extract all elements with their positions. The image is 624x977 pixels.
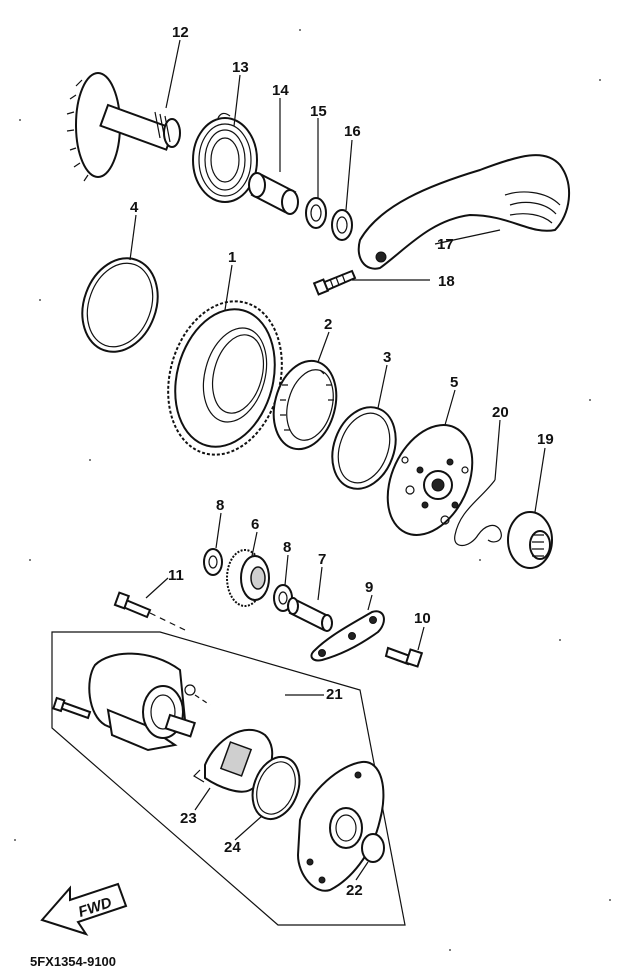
part-2-clutch-bearing bbox=[272, 359, 338, 451]
starter-end-cover bbox=[296, 760, 385, 892]
label-14: 14 bbox=[272, 82, 289, 99]
label-19: 19 bbox=[537, 431, 554, 448]
starter-motor bbox=[88, 652, 211, 752]
part-1-ring-gear bbox=[167, 300, 283, 456]
label-21: 21 bbox=[326, 686, 343, 703]
part-20-spring-clip bbox=[454, 479, 502, 547]
part-4-gasket-ring bbox=[81, 257, 159, 353]
part-number-labels: 12 13 14 15 16 4 17 18 1 2 3 5 20 19 8 6… bbox=[130, 24, 554, 899]
label-18: 18 bbox=[438, 273, 455, 290]
part-3-ring bbox=[331, 406, 397, 490]
part-8-washer-a bbox=[203, 548, 223, 576]
part-17-kick-lever bbox=[357, 154, 571, 270]
part-9-plate bbox=[310, 610, 385, 662]
label-10: 10 bbox=[414, 610, 431, 627]
part-18-bolt bbox=[312, 269, 357, 296]
label-17: 17 bbox=[437, 236, 454, 253]
label-9: 9 bbox=[365, 579, 373, 596]
part-24-o-ring bbox=[251, 756, 301, 820]
label-8b: 8 bbox=[283, 539, 291, 556]
label-16: 16 bbox=[344, 123, 361, 140]
part-6-idler-gear bbox=[226, 549, 270, 607]
part-16-washer bbox=[331, 209, 353, 241]
part-5-clutch-plate bbox=[386, 424, 474, 536]
background-speckles bbox=[14, 29, 611, 951]
part-11-bolt bbox=[113, 591, 186, 631]
part-13-torsion-spring bbox=[192, 112, 258, 203]
drawing-code: 5FX1354-9100 bbox=[30, 954, 116, 969]
label-12: 12 bbox=[172, 24, 189, 41]
label-11: 11 bbox=[168, 567, 184, 584]
part-7-shaft bbox=[287, 597, 333, 632]
label-15: 15 bbox=[310, 103, 327, 120]
part-22-cap bbox=[361, 833, 385, 863]
label-24: 24 bbox=[224, 839, 241, 856]
label-13: 13 bbox=[232, 59, 249, 76]
label-3: 3 bbox=[383, 349, 391, 366]
label-23: 23 bbox=[180, 810, 197, 827]
label-4: 4 bbox=[130, 199, 139, 216]
starter-motor-group-outline bbox=[51, 631, 406, 926]
part-23-brush-holder bbox=[193, 728, 274, 793]
label-20: 20 bbox=[492, 404, 509, 421]
label-22: 22 bbox=[346, 882, 363, 899]
leader-lines bbox=[129, 39, 546, 881]
label-2: 2 bbox=[324, 316, 332, 333]
part-14-bushing bbox=[248, 172, 299, 215]
label-5: 5 bbox=[450, 374, 458, 391]
label-1: 1 bbox=[228, 249, 236, 266]
forward-arrow: FWD bbox=[40, 882, 128, 936]
part-10-bolt bbox=[384, 646, 424, 668]
label-7: 7 bbox=[318, 551, 326, 568]
label-8a: 8 bbox=[216, 497, 224, 514]
starter-mount-bolt bbox=[52, 696, 92, 720]
label-6: 6 bbox=[251, 516, 259, 533]
part-15-washer bbox=[305, 197, 327, 229]
part-19-gear bbox=[507, 511, 553, 569]
part-12-kick-gear-shaft bbox=[66, 72, 181, 182]
